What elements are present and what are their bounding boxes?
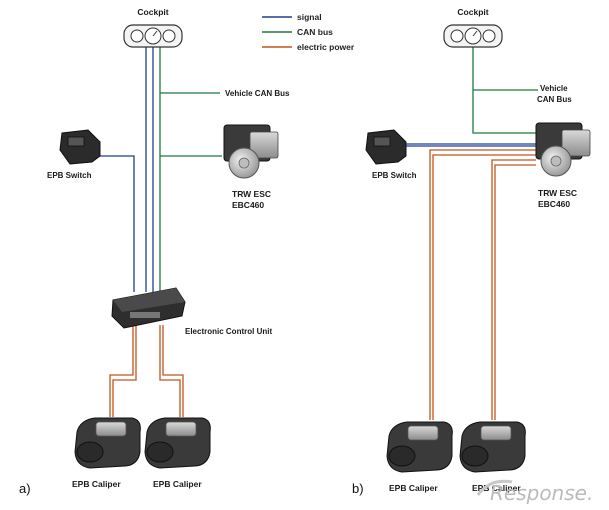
panel-b-epb-switch: EPB Switch [365,129,417,180]
wire-b-esc-caliper-right-power [491,159,536,420]
caliper-left-piston-icon [95,421,127,437]
panel-b-caliper-right-label: EPB Caliper [472,483,521,493]
ecu-connector-icon [130,312,160,318]
panel-b-esc-line1: TRW ESC [538,188,577,198]
panel-a-caliper-left-label: EPB Caliper [72,479,121,489]
wire-ecu-caliper-left-power [109,325,134,417]
panel-a-caliper-right-label: EPB Caliper [153,479,202,489]
wire-epb-switch-signal [100,155,135,292]
caliper-b-right-motor-icon [461,445,489,467]
caliper-right-motor-icon [146,441,174,463]
panel-a-tag: a) [19,481,31,496]
legend-can-label: CAN bus [297,27,333,37]
panel-a-cockpit-label: Cockpit [137,7,168,17]
cockpit-needle-icon [152,30,158,37]
panel-b-caliper-left-label: EPB Caliper [389,483,438,493]
panel-b-cockpit-label: Cockpit [457,7,488,17]
wire-ecu-caliper-right-power-2 [162,325,184,417]
panel-a-caliper-right: EPB Caliper [144,417,211,489]
panel-b-wires [404,47,538,420]
watermark-text: Response. [490,481,593,505]
esc-block-icon [249,131,279,159]
legend: signal CAN bus electric power [262,12,355,52]
watermark: Response. [476,479,593,505]
cockpit-b-needle-icon [472,30,478,37]
wire-ecu-caliper-right-power [159,325,181,417]
panel-a: Cockpit Vehicle CAN Bus EPB Switch TRW E… [19,7,290,496]
panel-b-vehicle-label-line1: Vehicle [540,84,568,93]
panel-a-caliper-left: EPB Caliper [72,417,141,489]
wire-ecu-caliper-left-power-2 [112,325,137,417]
panel-b-cockpit: Cockpit [443,7,503,48]
epb-switch-button-icon [67,136,85,147]
panel-a-epb-switch: EPB Switch [47,129,101,180]
cockpit-gauge-right-icon [162,29,176,43]
cockpit-b-gauge-left-icon [450,29,464,43]
legend-signal-label: signal [297,12,322,22]
panel-a-cockpit: Cockpit [123,7,183,48]
watermark-swoosh-icon [476,479,513,496]
panel-b: Cockpit Vehicle CAN Bus EPB Switch TRW E… [352,7,591,496]
wire-b-cockpit-esc-can [472,47,536,134]
caliper-left-motor-icon [76,441,104,463]
panel-a-epb-switch-label: EPB Switch [47,171,92,180]
panel-a-esc-line1: TRW ESC [232,189,271,199]
panel-b-esc-line2: EBC460 [538,199,570,209]
panel-b-caliper-right: EPB Caliper [459,421,526,493]
esc-b-motor-center-icon [550,155,562,167]
panel-a-ecu: Electronic Control Unit [111,287,272,336]
legend-power-label: electric power [297,42,355,52]
caliper-right-piston-icon [165,421,197,437]
epb-switch-icon [59,129,101,165]
esc-b-block-icon [561,129,591,157]
panel-b-tag: b) [352,481,364,496]
panel-b-vehicle-label-line2: CAN Bus [537,95,572,104]
caliper-b-right-piston-icon [480,425,512,441]
panel-a-wires [100,47,222,417]
panel-b-caliper-left: EPB Caliper [386,421,453,493]
caliper-b-left-piston-icon [407,425,439,441]
panel-b-esc-module: TRW ESC EBC460 [535,122,591,209]
wire-b-esc-caliper-left-power-2 [432,154,536,420]
wire-b-esc-caliper-right-power-2 [494,164,536,420]
esc-motor-center-icon [238,157,250,169]
panel-a-ecu-label: Electronic Control Unit [185,327,272,336]
panel-a-vehicle-can-bus-label: Vehicle CAN Bus [225,89,290,98]
panel-a-esc-line2: EBC460 [232,200,264,210]
wire-b-esc-caliper-left-power [429,149,536,420]
panel-b-epb-switch-label: EPB Switch [372,171,417,180]
cockpit-b-gauge-right-icon [482,29,496,43]
caliper-b-left-motor-icon [388,445,416,467]
ecu-top-face-icon [113,288,185,312]
cockpit-gauge-left-icon [130,29,144,43]
panel-a-esc-module: TRW ESC EBC460 [223,124,279,210]
epb-switch-b-icon [365,129,407,165]
epb-switch-b-button-icon [373,136,391,147]
